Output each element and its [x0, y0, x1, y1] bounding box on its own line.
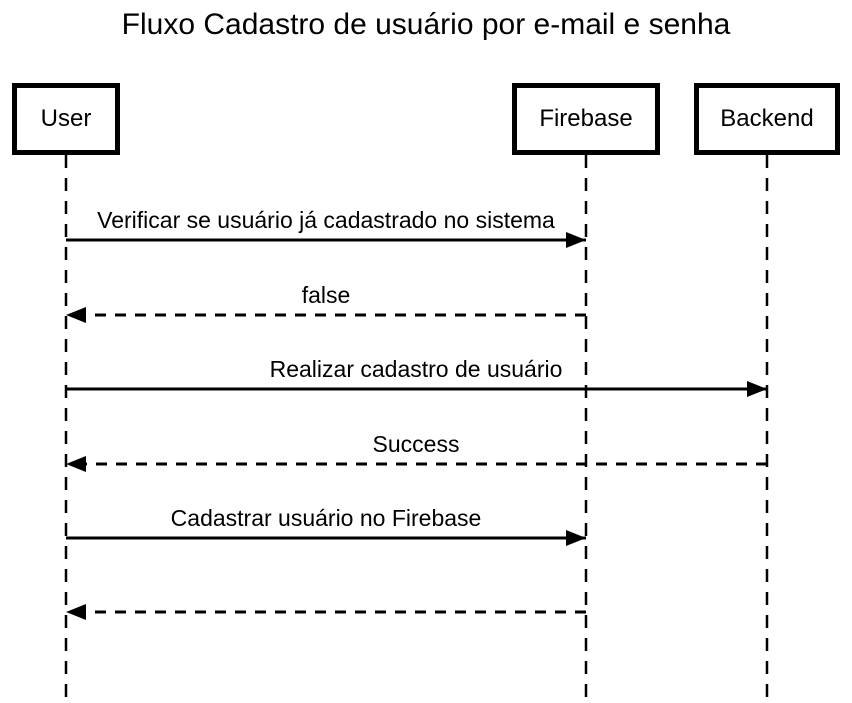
message-label-2: false — [297, 282, 355, 309]
diagram-title: Fluxo Cadastro de usuário por e-mail e s… — [121, 8, 731, 41]
actor-label-user: User — [40, 105, 92, 132]
actor-label-firebase: Firebase — [539, 105, 633, 132]
message-label-5: Cadastrar usuário no Firebase — [166, 505, 486, 532]
message-label-3: Realizar cadastro de usuário — [265, 356, 567, 383]
actor-box-firebase: Firebase — [512, 83, 660, 155]
message-label-4: Success — [368, 431, 464, 458]
message-label-1: Verificar se usuário já cadastrado no si… — [93, 207, 559, 234]
actor-box-backend: Backend — [694, 83, 840, 155]
actor-box-user: User — [12, 83, 120, 155]
actor-label-backend: Backend — [720, 105, 814, 132]
